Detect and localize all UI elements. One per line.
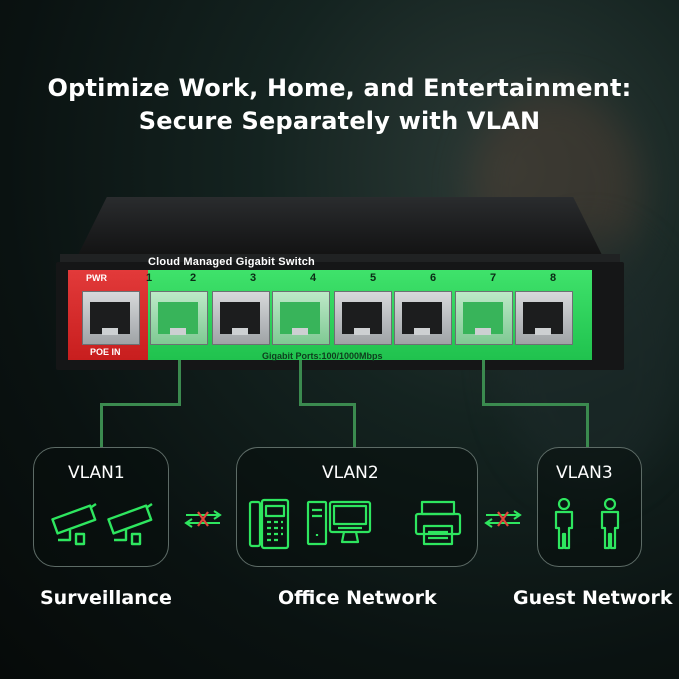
connector-vlan1 — [100, 403, 103, 447]
ethernet-port-6 — [394, 291, 452, 345]
vlan3-title: VLAN3 — [556, 463, 613, 483]
cctv-camera-icons — [51, 503, 153, 546]
ethernet-port-8 — [515, 291, 573, 345]
guest-icons — [554, 498, 620, 550]
blocked-arrows-icon — [184, 510, 222, 528]
cctv-camera-icon — [51, 503, 97, 546]
poe-in-label: POE IN — [90, 347, 121, 357]
vlan2-title: VLAN2 — [322, 463, 379, 483]
person-icon — [600, 498, 620, 550]
pwr-label: PWR — [86, 273, 107, 283]
switch-top-cover — [75, 197, 605, 261]
headline: Optimize Work, Home, and Entertainment: … — [0, 72, 679, 138]
ethernet-port-1 — [82, 291, 140, 345]
office-icons — [248, 498, 462, 550]
ethernet-port-5 — [334, 291, 392, 345]
vlan1-caption: Surveillance — [40, 587, 172, 609]
connector-port7-h — [482, 403, 589, 406]
port-number-6: 6 — [430, 272, 437, 284]
vlan3-caption: Guest Network — [513, 587, 673, 609]
ethernet-port-7 — [455, 291, 513, 345]
vlan3-box — [537, 447, 642, 567]
connector-vlan3 — [586, 403, 589, 447]
switch-title: Cloud Managed Gigabit Switch — [148, 256, 315, 268]
printer-icon — [414, 500, 462, 546]
connector-port4 — [299, 360, 302, 406]
desktop-computer-icon — [306, 500, 372, 546]
port-number-2: 2 — [190, 272, 197, 284]
ethernet-port-3 — [212, 291, 270, 345]
blocked-arrows-icon — [484, 510, 522, 528]
connector-vlan2 — [353, 403, 356, 447]
port-number-7: 7 — [490, 272, 497, 284]
gigabit-ports-label: Gigabit Ports:100/1000Mbps — [262, 351, 383, 361]
headline-line-2: Secure Separately with VLAN — [138, 107, 541, 135]
port-number-8: 8 — [550, 272, 557, 284]
connector-port2 — [178, 360, 181, 405]
cctv-camera-icon — [107, 503, 153, 546]
connector-port7 — [482, 360, 485, 406]
vlan1-title: VLAN1 — [68, 463, 125, 483]
ethernet-port-2 — [150, 291, 208, 345]
vlan2-caption: Office Network — [278, 587, 437, 609]
ip-phone-icon — [248, 498, 290, 550]
connector-port2-h — [100, 403, 181, 406]
person-icon — [554, 498, 574, 550]
headline-line-1: Optimize Work, Home, and Entertainment: — [47, 74, 632, 102]
port-number-4: 4 — [310, 272, 317, 284]
port-number-5: 5 — [370, 272, 377, 284]
ethernet-port-4 — [272, 291, 330, 345]
port-number-1: 1 — [146, 272, 153, 284]
switch-top-edge — [60, 254, 620, 264]
port-number-3: 3 — [250, 272, 257, 284]
connector-port4-h — [299, 403, 356, 406]
